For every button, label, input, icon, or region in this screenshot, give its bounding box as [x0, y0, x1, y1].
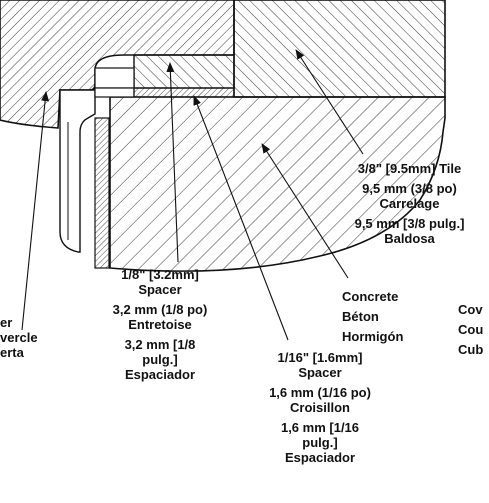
label-tile-es-a: 9,5 mm [3/8 pulg.]: [354, 216, 465, 231]
label-concrete-fr: Béton: [342, 309, 379, 324]
cover-section: [0, 0, 235, 129]
label-spacer-eighth-fr-b: Entretoise: [128, 317, 192, 332]
label-tile: 3/8" [9.5mm] Tile 9,5 mm (3/8 po) Carrel…: [330, 161, 489, 246]
trim-strip: [94, 117, 110, 269]
label-tile-en: 3/8" [9.5mm] Tile: [357, 161, 462, 176]
label-spacer-eighth-es-b: pulg.]: [142, 352, 178, 367]
tile-section: [233, 0, 446, 98]
label-cover-right-en: Cov: [458, 302, 483, 317]
cover-skirt: [59, 89, 96, 253]
leader-spacer-sixteenth: [193, 95, 289, 341]
label-spacer-eighth-en-a: 1/8" [3.2mm]: [121, 267, 199, 282]
label-cover: er vercle erta: [0, 315, 38, 360]
label-cover-right: Cov Cou Cub: [458, 302, 483, 357]
label-cover-line3: erta: [0, 345, 24, 360]
label-tile-fr-a: 9,5 mm (3/8 po): [362, 181, 457, 196]
label-tile-es-b: Baldosa: [384, 231, 435, 246]
label-spacer-eighth-es-c: Espaciador: [124, 367, 196, 382]
gap-channel-lower: [94, 87, 135, 98]
label-cover-line2: vercle: [0, 330, 38, 345]
label-cover-right-fr: Cou: [458, 322, 484, 337]
label-concrete: Concrete Béton Hormigón: [342, 289, 403, 344]
label-spacer-sixteenth-es-c: Espaciador: [284, 450, 356, 465]
label-cover-right-es: Cub: [458, 342, 484, 357]
label-spacer-sixteenth-es-b: pulg.]: [302, 435, 338, 450]
leader-concrete: [261, 143, 349, 279]
label-spacer-sixteenth-fr-a: 1,6 mm (1/16 po): [269, 385, 371, 400]
label-spacer-sixteenth-fr-b: Croisillon: [290, 400, 350, 415]
label-spacer-eighth-fr-a: 3,2 mm (1/8 po): [112, 302, 208, 317]
leader-cover: [21, 91, 50, 331]
label-tile-fr-b: Carrelage: [379, 196, 440, 211]
label-spacer-sixteenth-en-a: 1/16" [1.6mm]: [277, 350, 363, 365]
label-concrete-en: Concrete: [342, 289, 399, 304]
label-spacer-sixteenth: 1/16" [1.6mm] Spacer 1,6 mm (1/16 po) Cr…: [236, 350, 404, 465]
spacer-sixteenth-strip: [133, 87, 235, 98]
label-cover-line1: er: [0, 315, 13, 330]
spacer-eighth-block: [133, 54, 235, 89]
leader-spacer-eighth: [166, 62, 179, 263]
leader-tile: [295, 49, 364, 155]
concrete-section: [109, 96, 446, 272]
label-spacer-eighth-en-b: Spacer: [138, 282, 182, 297]
gap-channel: [94, 67, 135, 89]
label-spacer-eighth-es-a: 3,2 mm [1/8: [124, 337, 196, 352]
label-spacer-sixteenth-en-b: Spacer: [298, 365, 342, 380]
label-concrete-es: Hormigón: [342, 329, 404, 344]
label-spacer-eighth: 1/8" [3.2mm] Spacer 3,2 mm (1/8 po) Entr…: [86, 267, 234, 382]
label-spacer-sixteenth-es-a: 1,6 mm [1/16: [280, 420, 360, 435]
